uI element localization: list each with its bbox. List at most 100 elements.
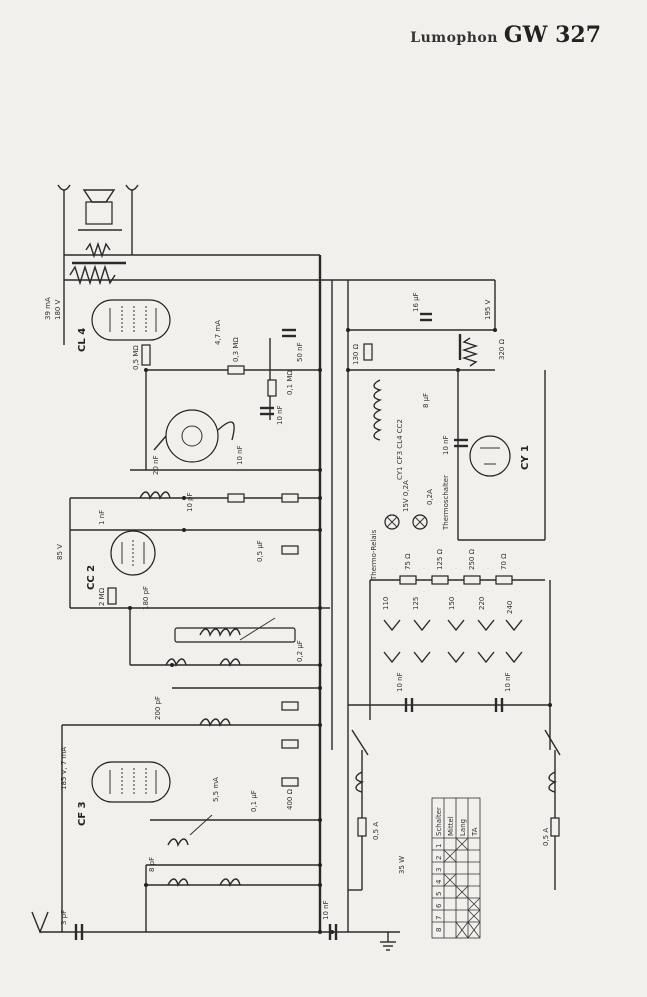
thermo-relais-label: Thermo-Relais [370, 529, 378, 581]
value-8uf: 8 µF [422, 393, 430, 408]
resistor-cl4-grid [141, 344, 151, 366]
table-col-2: 2 [435, 856, 443, 860]
resistor-03m [227, 365, 245, 375]
value-1nf: 1 nF [98, 510, 106, 525]
tube-label-cy1: CY 1 [520, 445, 531, 470]
speaker [57, 184, 139, 286]
value-20nf: 20 nF [152, 455, 160, 475]
value-70: 70 Ω [500, 553, 508, 570]
tube-cl4: CL 4 39 mA 180 V 4,7 mA 0,5 MΩ [44, 297, 222, 370]
resistor-mixer-a [281, 739, 299, 749]
tap-110: 110 [382, 597, 390, 610]
resistor-250 [463, 575, 481, 585]
value-320: 320 Ω [498, 338, 506, 360]
voltage-cc2: 85 V [56, 544, 64, 560]
table-col-1: 1 [435, 844, 443, 848]
value-10pf: 10 pF [186, 492, 194, 512]
antenna-input: 3 pF 10 nF [31, 900, 396, 951]
value-10nf-b: 10 nF [236, 445, 244, 465]
tube-cc2: CC 2 85 V 1 nF 10 pF 2 MΩ 180 pF 0,5 µF [56, 491, 299, 610]
tap-150: 150 [448, 597, 456, 610]
switch-table: Schalter Mittel Lang TA 1 2 3 4 5 6 7 8 [431, 797, 481, 939]
tube-label-cc2: CC 2 [86, 565, 97, 590]
resistor-01m [267, 379, 277, 397]
resistor-grid-b [281, 545, 299, 555]
table-row-lang: Lang [459, 819, 467, 836]
table-col-8: 8 [435, 928, 443, 932]
voltage-cf3-cathode: 5,5 mA [212, 777, 220, 802]
fuse-left [357, 817, 367, 837]
value-200pf: 200 pF [154, 696, 162, 720]
value-180pf: 180 pF [142, 586, 150, 610]
table-col-6: 6 [435, 903, 443, 908]
value-03m: 0,3 MΩ [232, 337, 240, 362]
tube-label-cl4: CL 4 [77, 328, 88, 352]
value-250: 250 Ω [468, 548, 476, 570]
value-16uf: 16 µF [412, 292, 420, 312]
resistor-125 [431, 575, 449, 585]
tap-125: 125 [412, 597, 420, 610]
value-3pf: 3 pF [60, 910, 68, 925]
voltage-cl4-current: 39 mA [44, 297, 52, 320]
resistor-70 [495, 575, 513, 585]
tuning-section: 200 pF 0,2 µF [154, 617, 304, 749]
power-rating: 35 W [398, 856, 406, 874]
value-400: 400 Ω [286, 788, 294, 810]
table-col-5: 5 [435, 892, 443, 896]
thermoschalter-label: Thermoschalter [442, 475, 450, 531]
value-02uf: 0,2 µF [296, 640, 304, 662]
fuse-right [550, 817, 560, 837]
tube-label-cf3: CF 3 [77, 801, 88, 826]
resistor-75 [399, 575, 417, 585]
lamp-rating-a: 15V 0,2A [402, 480, 410, 512]
value-01m: 0,1 MΩ [286, 370, 294, 395]
value-50nf: 50 nF [296, 342, 304, 362]
value-10nf-in: 10 nF [322, 900, 330, 920]
voltage-cl4-cathode: 4,7 mA [214, 320, 222, 345]
resistor-mixer-b [281, 777, 299, 787]
fuse-rating-b: 0,5 A [542, 828, 550, 846]
value-2m: 2 MΩ [98, 587, 106, 606]
table-header-schalter: Schalter [435, 807, 443, 836]
voltage-hv: 195 V [484, 299, 492, 320]
tap-240: 240 [506, 601, 514, 614]
value-8pf: 8 pF [148, 857, 156, 872]
table-crosses [443, 837, 481, 939]
table-row-ta: TA [471, 827, 479, 837]
fuse-rating-a: 0,5 A [372, 822, 380, 840]
title-block: Lumophon GW 327 [410, 22, 601, 48]
table-col-3: 3 [435, 868, 443, 872]
oscillator-section: 8 pF [148, 814, 241, 888]
resistor-130 [363, 343, 373, 361]
output-stage-components: 50 nF 0,3 MΩ 0,1 MΩ 10 nF [227, 328, 304, 425]
resistor-grid-a [281, 493, 299, 503]
model-number: GW 327 [503, 22, 601, 48]
voltage-cl4-anode: 180 V [54, 299, 62, 320]
value-10nf-rect: 10 nF [442, 435, 450, 455]
value-125: 125 Ω [436, 548, 444, 570]
value-10nf-filter-b: 10 nF [504, 672, 512, 692]
value-130: 130 Ω [352, 343, 360, 365]
lamp-rating-b: 0,2A [426, 489, 434, 505]
voltage-cf3: 185 V, 7 mA [60, 747, 68, 790]
table-row-mittel: Mittel [447, 816, 455, 836]
heater-chain-label: CY1 CF3 CL4 CC2 [396, 419, 404, 480]
value-10nf-a: 10 nF [276, 405, 284, 425]
junction-dots [128, 328, 552, 934]
power-supply: 16 µF 195 V 320 Ω 130 Ω 8 µF CY1 CF3 CL4… [351, 292, 561, 874]
value-10nf-filter-a: 10 nF [396, 672, 404, 692]
value-05m: 0,5 MΩ [132, 345, 140, 370]
brand-name: Lumophon [410, 30, 498, 46]
value-01uf: 0,1 µF [250, 790, 258, 812]
value-05uf: 0,5 µF [256, 540, 264, 562]
table-col-7: 7 [435, 916, 443, 920]
resistor-grid-c [227, 493, 245, 503]
value-75: 75 Ω [404, 553, 412, 570]
tube-cf3: CF 3 185 V, 7 mA 5,5 mA 0,1 µF 400 Ω [60, 747, 299, 826]
resistor-2m [107, 587, 117, 605]
resistor-if [281, 701, 299, 711]
table-col-4: 4 [435, 879, 443, 884]
indicator-tube: 10 nF 20 nF [152, 409, 244, 475]
